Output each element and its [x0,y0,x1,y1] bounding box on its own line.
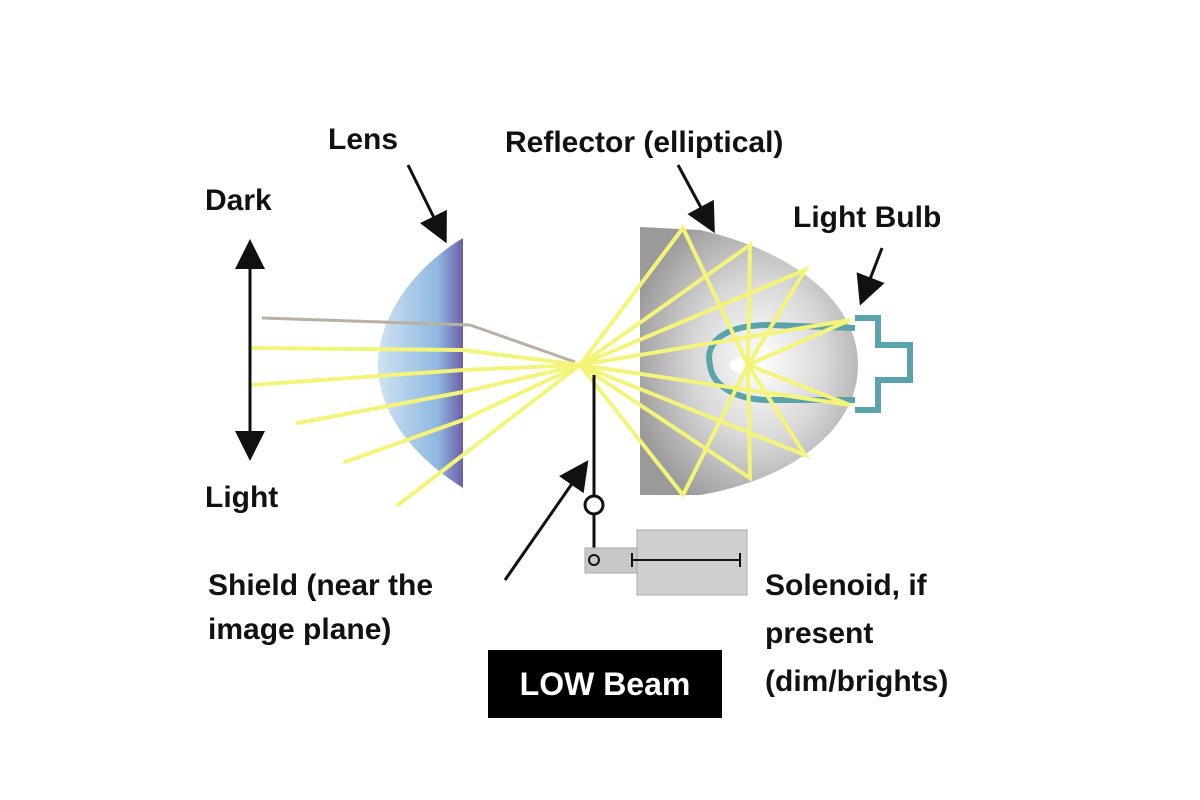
light-rays [248,224,851,507]
shield-arrow [503,460,589,581]
dark-label: Dark [205,184,272,217]
lens [378,238,463,488]
solenoid-label-line3: (dim/brights) [765,665,949,698]
lens-label: Lens [328,123,399,156]
low-beam-badge: LOW Beam [488,650,722,718]
shield-pivot [583,494,605,516]
shield-label-line2: image plane) [208,613,392,646]
solenoid-plunger [584,547,641,574]
solenoid-label-line2: present [765,617,874,650]
shield-label-line1: Shield (near the [208,569,434,602]
reflector-label: Reflector (elliptical) [505,126,784,159]
stray-ray [261,316,471,327]
reflector-arrow [676,164,715,234]
light-bulb-label: Light Bulb [793,201,942,234]
lens-arrow [406,164,447,244]
solenoid-label-line1: Solenoid, if [765,569,927,602]
solenoid [636,529,748,596]
light-label: Light [205,481,279,514]
bulb-arrow [856,247,885,306]
